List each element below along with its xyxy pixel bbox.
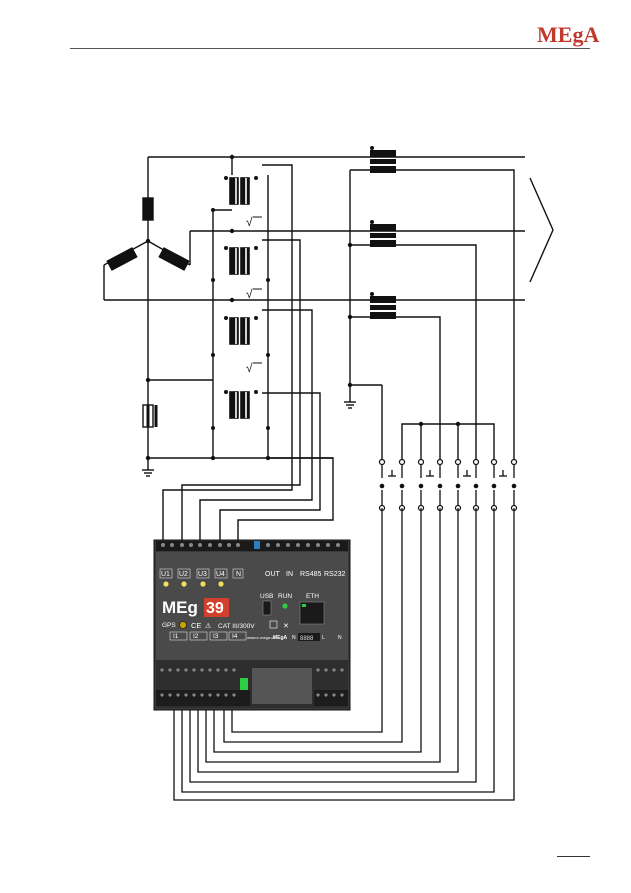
label-i2: I2 [193,633,199,640]
ce-mark: CE [191,621,201,630]
label-i4: I4 [232,633,238,640]
usb-port [262,600,272,616]
led-u4 [218,581,224,587]
label-u1: U1 [161,571,170,578]
star-windings [106,197,190,428]
header-rule [70,48,590,49]
label-out: OUT [265,571,281,578]
secondary-wiring [344,169,554,462]
switch-3 [457,465,477,505]
led-u1 [163,581,169,587]
gps-connector [179,621,187,629]
vt-2 [229,247,250,275]
gps-label: GPS [162,622,176,629]
test-block-switches [381,465,515,505]
device-brand: MEg [162,598,198,617]
sqrt-mark: √ [246,361,253,375]
label-rs485: RS485 [300,571,322,578]
voltage-leds [163,581,224,587]
junction-dots [145,154,271,461]
sqrt-mark: √ [246,215,253,229]
sqrt-mark: √ [246,287,253,301]
vt-4 [229,391,250,419]
label-in: IN [286,571,293,578]
label-n: N [236,571,241,578]
website: www.e-mega.cz [247,635,275,640]
run-led [282,603,288,609]
eth-label: ETH [306,593,319,600]
run-label: RUN [278,593,292,600]
voltage-transformers [229,177,250,419]
usb-label: USB [260,593,273,600]
sqrt-marks: √ √ √ [246,215,262,375]
vt-3 [229,317,250,345]
label-u2: U2 [179,571,188,578]
mega-logo: MEgA [537,22,599,47]
switch-4 [493,465,515,505]
current-loop-wiring [173,508,515,801]
logo-text: MEgA [537,22,599,47]
eth-port [299,601,325,625]
switch-2 [420,465,441,505]
cat-rating: CAT III/300V [218,623,255,630]
vt-1 [229,177,250,205]
bottom-terminals [160,668,344,697]
label-i1: I1 [173,633,179,640]
label-rs232: RS232 [324,571,346,578]
label-u3: U3 [198,571,207,578]
led-u3 [200,581,206,587]
double-insulation-icon [269,620,278,629]
maker: MEgA [273,635,288,641]
serial-display: 8888 [300,636,314,642]
footer-rule [557,856,590,857]
power-n: N [338,635,342,641]
label-u4: U4 [216,571,225,578]
switch-contacts [224,146,517,489]
power-l: L [322,635,325,641]
primary-wiring [103,156,525,540]
meg39-device: U1 U2 U3 U4 N OUT IN RS485 RS232 [153,539,351,711]
weee-icon: ✕ [283,623,289,630]
warning-icon: ⚠ [205,622,211,630]
top-terminals [161,543,340,547]
led-u2 [181,581,187,587]
switch-1 [381,465,403,505]
serial-prefix: N [292,635,296,641]
current-transformers [370,150,396,319]
device-model: 39 [206,600,224,617]
label-i3: I3 [213,633,219,640]
